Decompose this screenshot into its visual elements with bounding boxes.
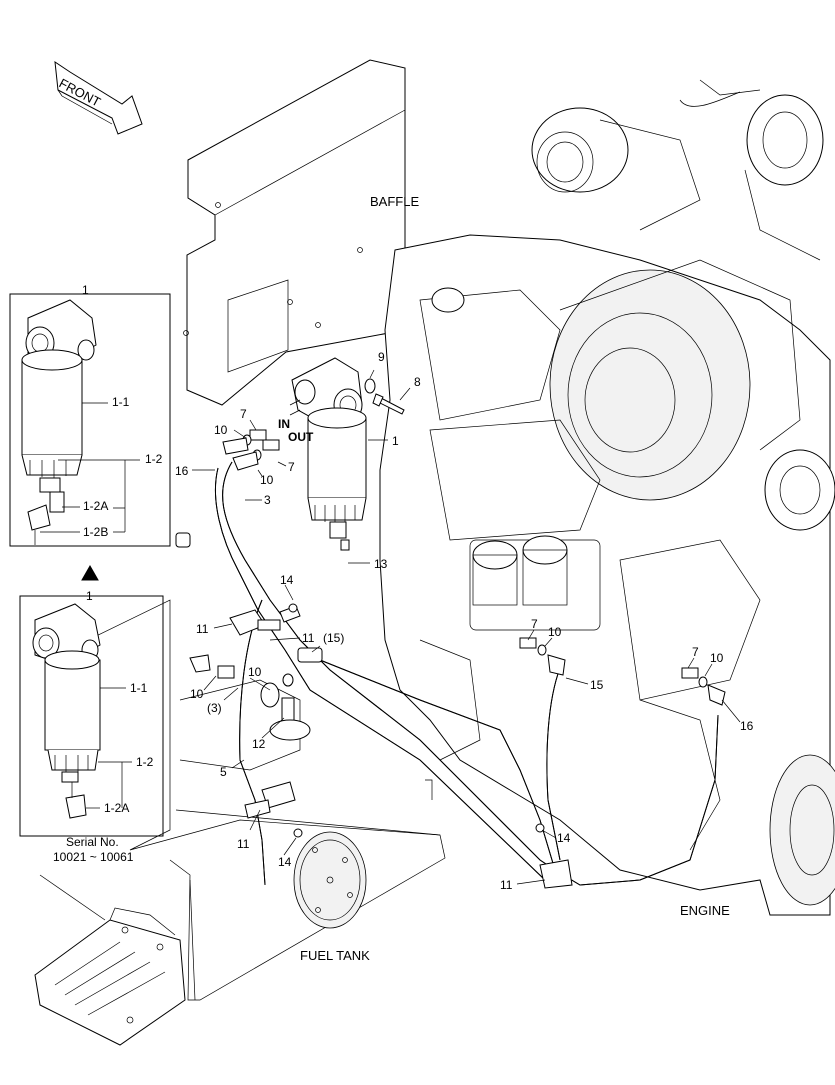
- engine-assembly: [379, 79, 835, 916]
- callout-10-mid: 10: [248, 665, 262, 679]
- fuel-filter-main: [289, 357, 367, 551]
- callout-14-lower: 14: [278, 855, 292, 869]
- inset-top-leaders: [40, 402, 140, 533]
- callout-11-engine: 11: [500, 878, 513, 892]
- fuel-hose-15b: [546, 667, 561, 861]
- callout-10-out: 10: [260, 473, 274, 487]
- inset-top-label-1-2: 1-2: [145, 452, 163, 466]
- baffle-plate: [183, 59, 406, 406]
- inset-filter-standard: [9, 293, 171, 547]
- callout-15-paren: (15): [323, 631, 344, 645]
- fuel-tank: [87, 532, 446, 1001]
- callout-7-top: 7: [240, 407, 247, 421]
- callout-11-upper: 11: [196, 622, 209, 636]
- callout-10-top: 10: [214, 423, 228, 437]
- callout-7-engine-right: 7: [692, 645, 699, 659]
- inset-bottom-label-1-2: 1-2: [136, 755, 154, 769]
- fuel-hose-16: [215, 467, 546, 881]
- callout-leaders: [192, 369, 741, 885]
- fuel-hose-3: [222, 461, 556, 871]
- inset-top-label-1-2a: 1-2A: [83, 499, 108, 513]
- callout-3-paren: (3): [207, 701, 222, 715]
- step-ladder: [34, 874, 186, 1046]
- callout-10-engine-left: 10: [548, 625, 562, 639]
- callout-8: 8: [414, 375, 421, 389]
- callout-13: 13: [374, 557, 388, 571]
- callout-15: 15: [590, 678, 604, 692]
- inset-filter-serial: [19, 595, 164, 837]
- callout-9: 9: [378, 350, 385, 364]
- inset-top-label-1-1: 1-1: [112, 395, 130, 409]
- fuel-tank-label: FUEL TANK: [300, 948, 370, 963]
- filter-fittings: [222, 429, 280, 471]
- inset-top-label-1-2b: 1-2B: [83, 525, 108, 539]
- callout-16-right: 16: [740, 719, 754, 733]
- inset-top-title: 1: [82, 283, 89, 297]
- callout-14-top: 14: [280, 573, 294, 587]
- inset-bottom-leaders: [86, 687, 132, 809]
- in-port-label: IN: [278, 417, 290, 431]
- out-port-label: OUT: [288, 430, 314, 444]
- serial-label: Serial No.: [66, 835, 119, 849]
- callout-16-left: 16: [175, 464, 189, 478]
- bolt-and-washer: [364, 378, 405, 415]
- callout-7-out: 7: [288, 460, 295, 474]
- inset-bottom-label-1-2a: 1-2A: [104, 801, 129, 815]
- callout-10-left: 10: [190, 687, 204, 701]
- inset-bottom-title: 1: [86, 589, 93, 603]
- callout-11-lower: 11: [237, 837, 250, 851]
- upgrade-arrow-icon: [81, 564, 99, 581]
- callout-5: 5: [220, 765, 227, 779]
- inset-bottom-label-1-1: 1-1: [130, 681, 148, 695]
- hose-clamps: [229, 603, 573, 889]
- baffle-label: BAFFLE: [370, 194, 419, 209]
- callout-3: 3: [264, 493, 271, 507]
- callout-14-engine: 14: [557, 831, 571, 845]
- callout-10-engine-right: 10: [710, 651, 724, 665]
- callout-11-mid: 11: [302, 631, 315, 645]
- front-arrow-icon: [54, 60, 143, 135]
- engine-label: ENGINE: [680, 903, 730, 918]
- bracket-12: [269, 697, 311, 741]
- engine-fittings: [189, 637, 726, 708]
- callout-7-engine-left: 7: [531, 617, 538, 631]
- serial-range: 10021 ~ 10061: [53, 850, 134, 864]
- callout-1: 1: [392, 434, 399, 448]
- callout-12: 12: [252, 737, 266, 751]
